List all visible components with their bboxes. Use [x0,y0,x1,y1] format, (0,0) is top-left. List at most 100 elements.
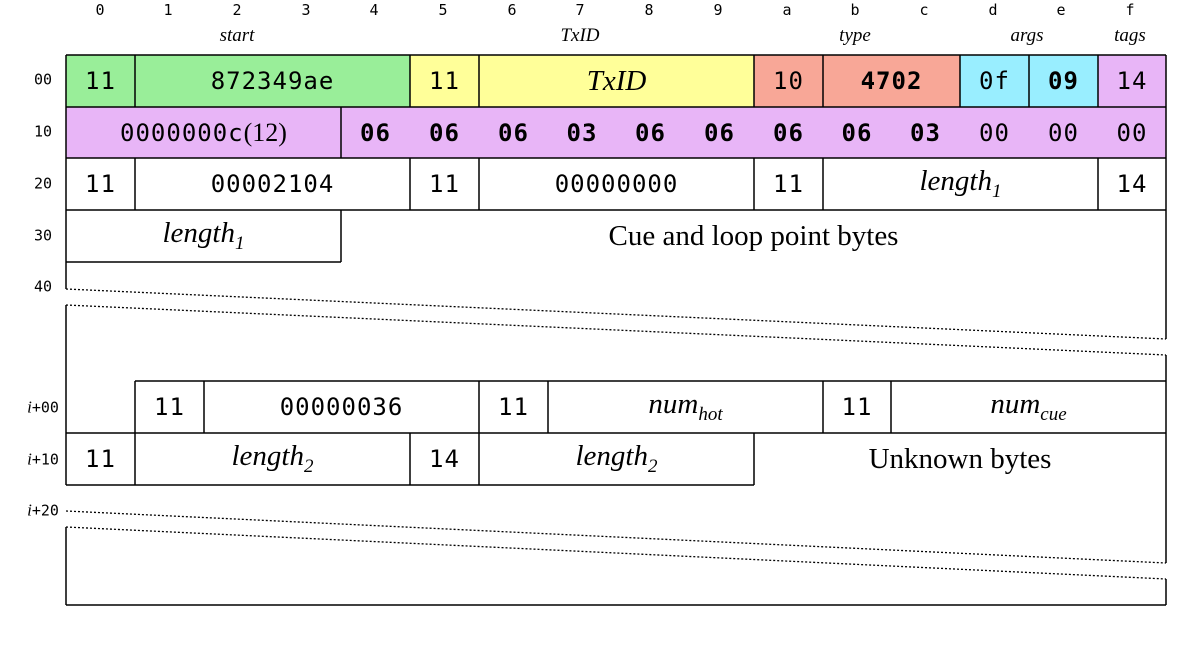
value-cell: 00000000 [479,158,754,210]
tag-cell: 14 [1098,158,1166,210]
group-label-start: start [219,25,255,46]
tag-cell: 14 [410,433,479,485]
cell-text: 872349ae [210,67,335,95]
cell-text: 11 [498,393,529,421]
col-label: 5 [438,1,448,19]
type-value-cell: 4702 [823,55,960,107]
cell-text: 11 [773,170,804,198]
col-label: e [1056,1,1066,19]
cell-text: 06 [704,118,735,147]
length-1-continued-cell: length1 [66,210,341,262]
cell-text: 00 [979,118,1010,147]
cell-text: 03 [910,118,941,147]
tag-cell: 11 [479,381,548,433]
col-label: 4 [369,1,379,19]
cell-text: 14 [1116,170,1148,198]
tag-byte-cell: 03 [891,107,960,158]
var-name: length [231,440,305,472]
var-name: num [990,388,1041,420]
col-label: 3 [301,1,311,19]
tag-byte-cell: 03 [548,107,616,158]
row-var: i [27,449,32,469]
tag-byte-cell: 06 [616,107,685,158]
row-label: i+20 [27,502,59,519]
tag-byte-cell: 06 [479,107,548,158]
col-label: f [1125,1,1135,19]
tag-count-cell: 0000000c(12) [66,107,341,158]
cell-text: 11 [85,445,116,473]
cell-text: 03 [566,118,598,147]
value-cell: 00002104 [135,158,410,210]
col-label: 1 [163,1,173,19]
cell-text: 00000036 [279,393,404,421]
cell-text: 09 [1048,67,1079,95]
cell-text: 10 [773,67,804,95]
cell-text: 4702 [860,67,923,95]
col-label: 8 [644,1,654,19]
cue-loop-bytes-region: Cue and loop point bytes [341,210,1166,262]
cell-text: 06 [429,118,460,147]
num-hot-cell: numhot [548,381,823,433]
cell-text: 00 [1048,118,1079,147]
col-label: a [782,1,792,19]
tag-count-decimal: (12) [243,117,287,147]
tag-byte-cell: 00 [1029,107,1098,158]
args-tag-cell: 0f [960,55,1029,107]
row-label: 40 [33,277,53,296]
cell-text: 11 [841,393,873,421]
col-label: b [850,1,860,19]
type-tag-cell: 10 [754,55,823,107]
tag-byte-cell: 06 [685,107,754,158]
var-subscript: 2 [304,456,314,477]
col-label: 0 [95,1,105,19]
txid-tag-cell: 11 [410,55,479,107]
tag-count-hex: 0000000c [120,118,244,147]
row-label: 00 [33,70,53,89]
cell-text: TxID [586,64,647,97]
var-name: num [648,388,699,420]
col-label: 7 [575,1,585,19]
group-label-args: args [1010,25,1044,46]
col-label: 6 [507,1,517,19]
cell-text: 00002104 [210,170,335,198]
cell-text: 06 [498,118,529,147]
row-label: i+00 [27,399,59,416]
tag-byte-cell: 06 [823,107,891,158]
cell-text: 11 [154,393,185,421]
cell-text: 00 [1116,118,1148,147]
row-var: i [27,500,32,520]
tag-cell: 11 [66,433,135,485]
row-label: 30 [33,226,53,245]
var-name: length [919,165,993,197]
tag-cell: 11 [135,381,204,433]
row-label: 10 [33,122,53,141]
cell-text: 14 [1116,67,1148,95]
tag-cell: 11 [754,158,823,210]
cell-text: Cue and loop point bytes [608,219,899,252]
group-label-txid: TxID [560,25,600,46]
tag-byte-cell: 06 [754,107,823,158]
args-count-cell: 09 [1029,55,1098,107]
var-subscript: hot [698,404,723,425]
col-label: c [919,1,929,19]
group-label-tags: tags [1114,25,1146,46]
tag-byte-cell: 06 [410,107,479,158]
cell-text: 06 [841,118,873,147]
tag-byte-cell: 06 [341,107,410,158]
col-label: 2 [232,1,242,19]
num-cue-cell: numcue [891,381,1166,433]
tags-tag-cell: 14 [1098,55,1166,107]
cell-text: 11 [429,170,460,198]
row-label: i+10 [27,451,59,468]
cell-text: 06 [773,118,804,147]
var-subscript: 1 [992,181,1002,202]
row-suffix: +10 [31,450,59,469]
value-cell: 00000036 [204,381,479,433]
start-tag-cell: 11 [66,55,135,107]
length-1-cell: length1 [823,158,1098,210]
txid-value-cell: TxID [479,55,754,107]
length-2-cell: length2 [135,433,410,485]
cell-text: 11 [429,67,460,95]
row-label: 20 [33,174,53,193]
col-label: d [988,1,998,19]
